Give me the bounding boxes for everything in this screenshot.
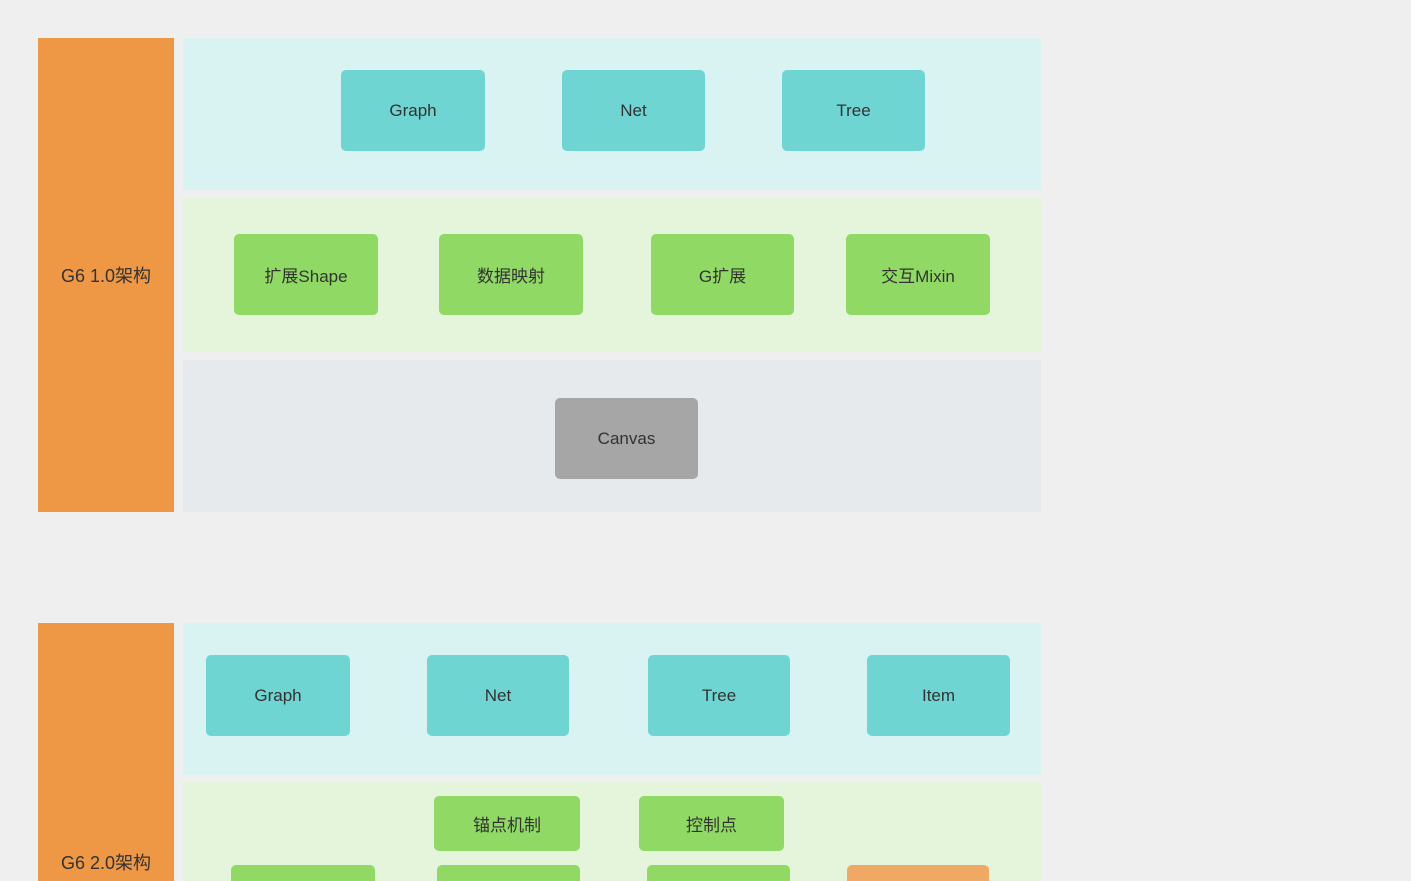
box-net: Net xyxy=(562,70,705,151)
box-extend-shape: 扩展Shape xyxy=(234,234,378,315)
g6-1-api-layer: Graph Net Tree xyxy=(183,38,1041,190)
partial-box-green xyxy=(647,865,790,881)
box-canvas: Canvas xyxy=(555,398,698,479)
box-item: Item xyxy=(867,655,1010,736)
section-g6-2-label: G6 2.0架构 xyxy=(60,853,152,873)
box-net: Net xyxy=(427,655,569,736)
box-graph: Graph xyxy=(206,655,350,736)
g6-1-extension-layer: 扩展Shape 数据映射 G扩展 交互Mixin xyxy=(183,198,1041,352)
partial-box-green xyxy=(231,865,375,881)
section-g6-1-sidebar: G6 1.0架构 xyxy=(38,38,174,512)
box-anchor-mechanism: 锚点机制 xyxy=(434,796,580,851)
box-graph: Graph xyxy=(341,70,485,151)
box-control-point: 控制点 xyxy=(639,796,784,851)
box-tree: Tree xyxy=(648,655,790,736)
g6-1-render-layer: Canvas xyxy=(183,360,1041,512)
partial-box-orange xyxy=(847,865,989,881)
partial-box-green xyxy=(437,865,580,881)
section-g6-2-sidebar: G6 2.0架构 xyxy=(38,623,174,881)
g6-2-api-layer: Graph Net Tree Item xyxy=(183,623,1041,775)
box-data-mapping: 数据映射 xyxy=(439,234,583,315)
section-g6-1-label: G6 1.0架构 xyxy=(60,266,152,286)
g6-2-mechanism-layer: 锚点机制 控制点 xyxy=(183,782,1041,881)
box-tree: Tree xyxy=(782,70,925,151)
box-g-extension: G扩展 xyxy=(651,234,794,315)
box-interaction-mixin: 交互Mixin xyxy=(846,234,990,315)
